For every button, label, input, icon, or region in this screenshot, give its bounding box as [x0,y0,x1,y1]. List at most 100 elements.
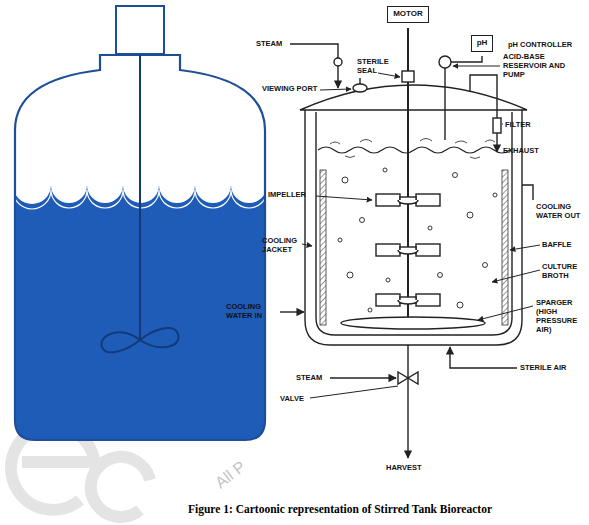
ink-circle [438,273,443,278]
label-text: VIEWING PORT [262,84,317,93]
ink-path [22,456,95,468]
label-text: STEAM [256,39,282,48]
ink-line [139,55,141,340]
ink-path [492,270,540,282]
ink-path [305,110,522,345]
ink-path [522,185,533,200]
ink-rect [493,118,501,133]
ink-circle [342,177,348,183]
part-label: COOLING JACKET [262,236,304,254]
ink-path [398,250,418,254]
ink-path [444,68,445,140]
part-label: COOLING WATER OUT [536,202,586,220]
label-text: STERILE AIR [520,363,566,372]
ink-rect [376,294,400,306]
part-label: STERILE AIR [520,363,566,372]
part-label: COOLING WATER IN [226,302,278,320]
ink-path [502,124,503,125]
label-text: COOLING WATER OUT [536,202,580,220]
ink-path [450,347,517,368]
part-label: IMPELLER [268,190,306,199]
part-label: EXHAUST [503,146,539,155]
label-text: IMPELLER [268,190,306,199]
ink-circle [338,238,342,242]
ink-circle [347,272,353,278]
part-label: ACID-BASE RESERVOIR AND PUMP [503,52,587,79]
ink-path [330,139,495,159]
ink-rect [376,194,400,206]
label-text: BAFFLE [542,240,572,249]
ink-rect [502,170,508,325]
ink-ellipse [341,317,485,329]
label-text: STEAM [296,373,322,382]
ink-path [470,75,497,118]
ink-path [451,56,482,62]
ink-ellipse [353,84,367,92]
label-text: All P [212,458,248,492]
ink-circle [360,218,365,223]
bioreactor-schematic [280,28,540,458]
ink-rect [402,71,414,82]
label-text: COOLING WATER IN [226,302,262,320]
ink-circle [334,58,342,66]
part-label: VALVE [280,394,304,403]
label-text: COOLING JACKET [262,236,297,254]
ink-path [398,300,418,304]
ink-circle [383,168,387,172]
ink-circle [467,212,473,218]
ph-controller-box: pH [471,35,494,52]
ink-path [496,133,497,152]
ink-circle [457,302,463,308]
ink-path [102,328,179,352]
label-text: HARVEST [386,463,422,472]
ink-circle [483,263,488,268]
ink-path [316,112,512,335]
ink-path [300,85,527,110]
ink-path [290,44,338,88]
impellers [376,194,440,306]
ink-path [398,372,418,384]
part-label: CULTURE BROTH [542,262,588,280]
label-text: CULTURE BROTH [542,262,577,280]
part-label: HARVEST [386,463,422,472]
ink-path [478,306,533,320]
ink-rect [387,26,430,27]
part-label: STEAM [296,373,322,382]
ink-rect [416,194,440,206]
watermark: All P [212,458,249,492]
part-label: pH CONTROLLER [508,40,572,49]
ink-path [318,147,510,153]
node-text: MOTOR [393,9,423,18]
motor-box: MOTOR [387,6,429,23]
bubbles [338,168,497,312]
ink-rect [416,244,440,256]
ink-path [378,73,400,77]
ink-path [310,386,398,398]
part-label: SPARGER (HIGH PRESSURE AIR) [536,298,588,334]
part-label: VIEWING PORT [262,84,322,93]
ink-circle [386,278,390,282]
ink-circle [428,226,432,230]
ink-path [453,66,500,67]
node-text: pH [477,38,488,47]
ink-path [510,245,540,250]
label-text: EXHAUST [503,146,539,155]
ink-circle [439,56,451,68]
part-label: STERILE SEAL [357,57,395,75]
ink-path [316,196,372,200]
ink-path [15,55,265,440]
label-text: VALVE [280,394,304,403]
ink-line [359,78,360,84]
ink-rect [116,6,164,54]
caption-text: Figure 1: Cartoonic representation of St… [188,503,492,515]
figure-caption: Figure 1: Cartoonic representation of St… [120,503,560,515]
part-label: BAFFLE [542,240,572,249]
ink-rect [416,294,440,306]
ink-path [320,89,351,90]
ink-rect [376,244,400,256]
ink-path [91,457,150,517]
ink-path [407,345,408,458]
ink-path [330,377,396,378]
